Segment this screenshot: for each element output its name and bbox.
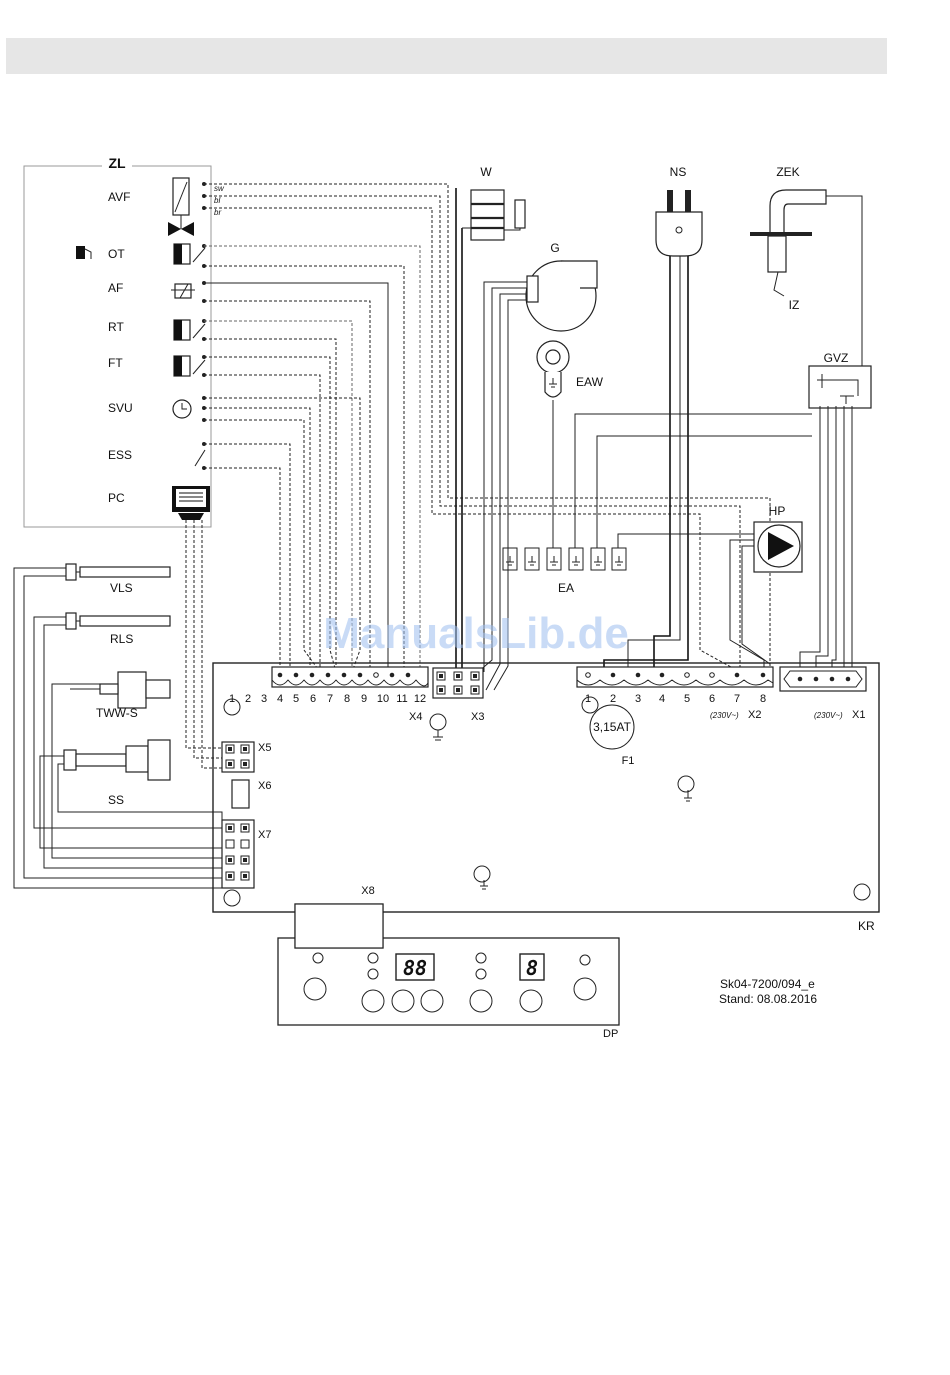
x4-pin-6: 6 [310, 693, 316, 705]
x2-pin-1: 1 [585, 693, 591, 705]
w-transformer: W [456, 165, 525, 672]
x2-pin-8: 8 [760, 693, 766, 705]
display-panel: 88 8 DP [278, 904, 619, 1040]
label-g: G [550, 241, 559, 255]
x2-voltage: (230V~) [710, 711, 739, 720]
hp-pump: HP [618, 504, 802, 672]
avf-wire-bl: bl [214, 196, 220, 205]
x4-pin-11: 11 [396, 693, 407, 705]
x2-pin-4: 4 [659, 693, 665, 705]
sensor-ss: SS [108, 793, 124, 807]
zl-item-ft: FT [108, 356, 123, 370]
zl-item-af: AF [108, 281, 123, 295]
x4-pin-8: 8 [344, 693, 350, 705]
avf-wire-br: br [214, 208, 221, 217]
x4-pin-7: 7 [327, 693, 333, 705]
label-x6: X6 [258, 780, 271, 792]
display-digits-left: 88 [403, 956, 427, 980]
x4-pin-12: 12 [414, 693, 426, 705]
x4-pin-9: 9 [361, 693, 367, 705]
fuse-label: F1 [622, 755, 635, 767]
label-x5: X5 [258, 742, 271, 754]
x4-pin-5: 5 [293, 693, 299, 705]
label-x3: X3 [471, 711, 484, 723]
x2-pin-3: 3 [635, 693, 641, 705]
x4-pin-1: 1 [229, 693, 235, 705]
label-hp: HP [769, 504, 786, 518]
ea-earth-bar: EA [503, 548, 626, 595]
x4-pin-10: 10 [377, 693, 389, 705]
x1-voltage: (230V~) [814, 711, 843, 720]
label-x8: X8 [361, 885, 374, 897]
zl-panel: ZL AVF OT AF RT FT SVU ESS PC sw bl br [24, 155, 225, 527]
ns-plug: NS [604, 165, 702, 672]
label-x2: X2 [748, 709, 761, 721]
label-dp: DP [603, 1028, 618, 1040]
sensor-rls: RLS [110, 632, 133, 646]
x2-pin-5: 5 [684, 693, 690, 705]
eaw-electrode: EAW [537, 341, 604, 548]
label-iz: IZ [789, 298, 800, 312]
doc-id: Sk04-7200/094_e [720, 977, 815, 991]
label-x1: X1 [852, 709, 865, 721]
ss-sensor-icon [64, 740, 170, 780]
tww-sensor-icon [70, 672, 170, 708]
x4-pin-3: 3 [261, 693, 267, 705]
label-ea: EA [558, 581, 574, 595]
svu-clock-icon [173, 400, 191, 418]
label-x7: X7 [258, 829, 271, 841]
label-kr: KR [858, 919, 875, 933]
zl-title: ZL [108, 155, 126, 171]
doc-stand: Stand: 08.08.2016 [719, 992, 817, 1006]
x4-pin-2: 2 [245, 693, 251, 705]
label-x4: X4 [409, 711, 422, 723]
label-ns: NS [670, 165, 687, 179]
sensors: VLS RLS TWW-S SS [14, 564, 222, 888]
x2-pin-6: 6 [709, 693, 715, 705]
zl-item-pc: PC [108, 491, 125, 505]
x2-pin-7: 7 [734, 693, 740, 705]
watermark: ManualsLib.de [323, 609, 629, 658]
avf-wire-sw: sw [214, 184, 225, 193]
sensor-vls: VLS [110, 581, 133, 595]
rls-sensor-icon [66, 613, 170, 629]
label-eaw: EAW [576, 375, 604, 389]
vls-sensor-icon [66, 564, 170, 580]
zek-ignition: ZEK IZ [750, 165, 862, 366]
zl-item-rt: RT [108, 320, 124, 334]
fuse-value: 3,15AT [593, 720, 631, 734]
x2-pin-2: 2 [610, 693, 616, 705]
zl-item-avf: AVF [108, 190, 130, 204]
label-zek: ZEK [776, 165, 799, 179]
display-digit-right: 8 [526, 956, 538, 980]
label-gvz: GVZ [824, 351, 849, 365]
zl-item-ot: OT [108, 247, 125, 261]
zl-item-ess: ESS [108, 448, 132, 462]
zl-item-svu: SVU [108, 401, 133, 415]
label-w: W [480, 165, 492, 179]
header-bar [6, 38, 887, 74]
sensor-tww: TWW-S [96, 706, 138, 720]
x4-pin-4: 4 [277, 693, 283, 705]
af-sensor-icon [171, 284, 195, 298]
